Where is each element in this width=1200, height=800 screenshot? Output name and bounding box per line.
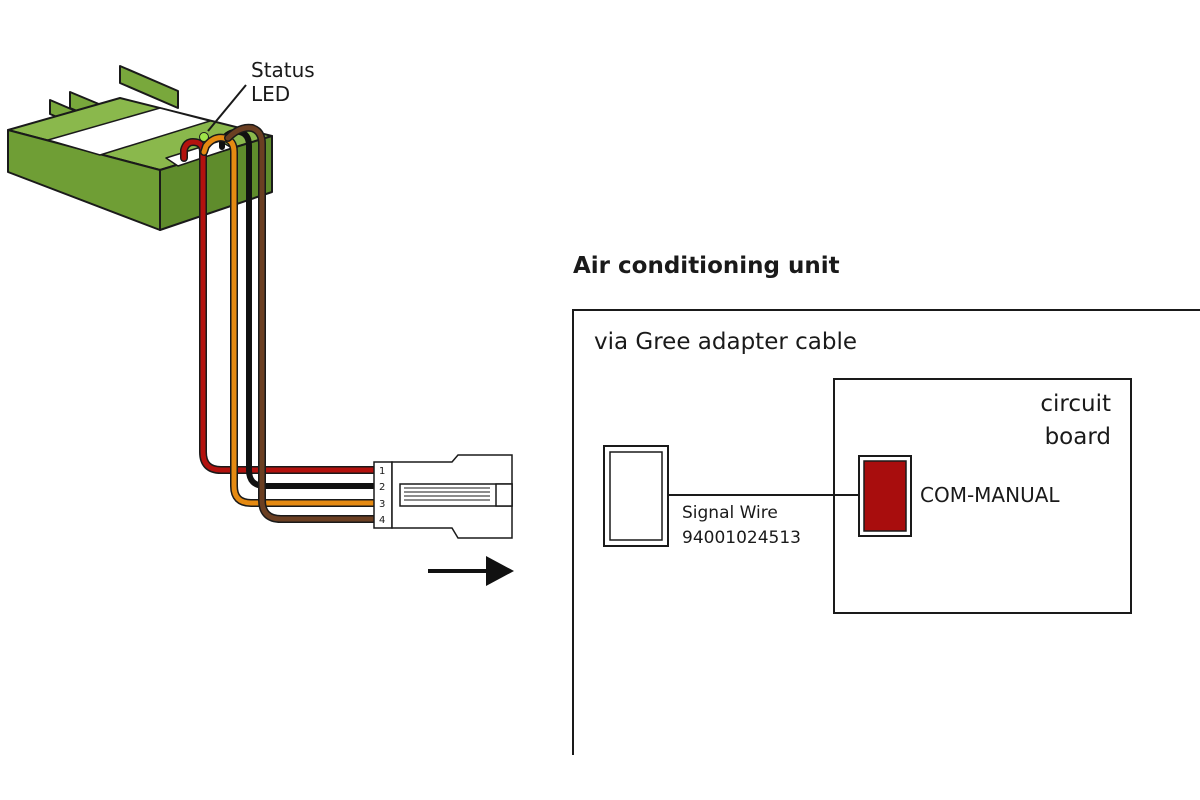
status-led-label-line2: LED bbox=[251, 82, 290, 106]
circuit-board-label-line2: board bbox=[1045, 424, 1111, 450]
circuit-board-label-line1: circuit bbox=[1040, 391, 1111, 417]
status-led-leader bbox=[207, 84, 247, 132]
module-fin-back bbox=[119, 65, 179, 109]
pin-number-3: 3 bbox=[379, 499, 385, 510]
wire-brown bbox=[225, 125, 379, 522]
wire-group bbox=[180, 123, 380, 523]
com-manual-port bbox=[863, 460, 907, 532]
plug-latch-tab bbox=[495, 483, 513, 507]
wire-orange bbox=[201, 135, 379, 506]
ac-unit-box bbox=[572, 309, 1200, 755]
plug-latch-ridges bbox=[404, 487, 490, 501]
pin-number-4: 4 bbox=[379, 515, 385, 526]
wire-red bbox=[181, 139, 379, 473]
pin-number-2: 2 bbox=[379, 482, 385, 493]
signal-wire-part-number: 94001024513 bbox=[682, 528, 801, 548]
pin-number-1: 1 bbox=[379, 466, 385, 477]
com-manual-label: COM-MANUAL bbox=[920, 483, 1060, 507]
plug-connector bbox=[373, 454, 513, 539]
direction-arrow-icon bbox=[428, 556, 514, 586]
status-led bbox=[199, 132, 209, 142]
ac-socket-inner bbox=[609, 451, 663, 541]
status-led-label-line1: Status bbox=[251, 58, 315, 82]
module-label-area bbox=[47, 107, 211, 156]
plug-latch bbox=[399, 483, 513, 507]
ac-unit-subtitle: via Gree adapter cable bbox=[594, 329, 857, 355]
ac-unit-title: Air conditioning unit bbox=[573, 253, 840, 279]
signal-wire-label: Signal Wire bbox=[682, 503, 778, 523]
